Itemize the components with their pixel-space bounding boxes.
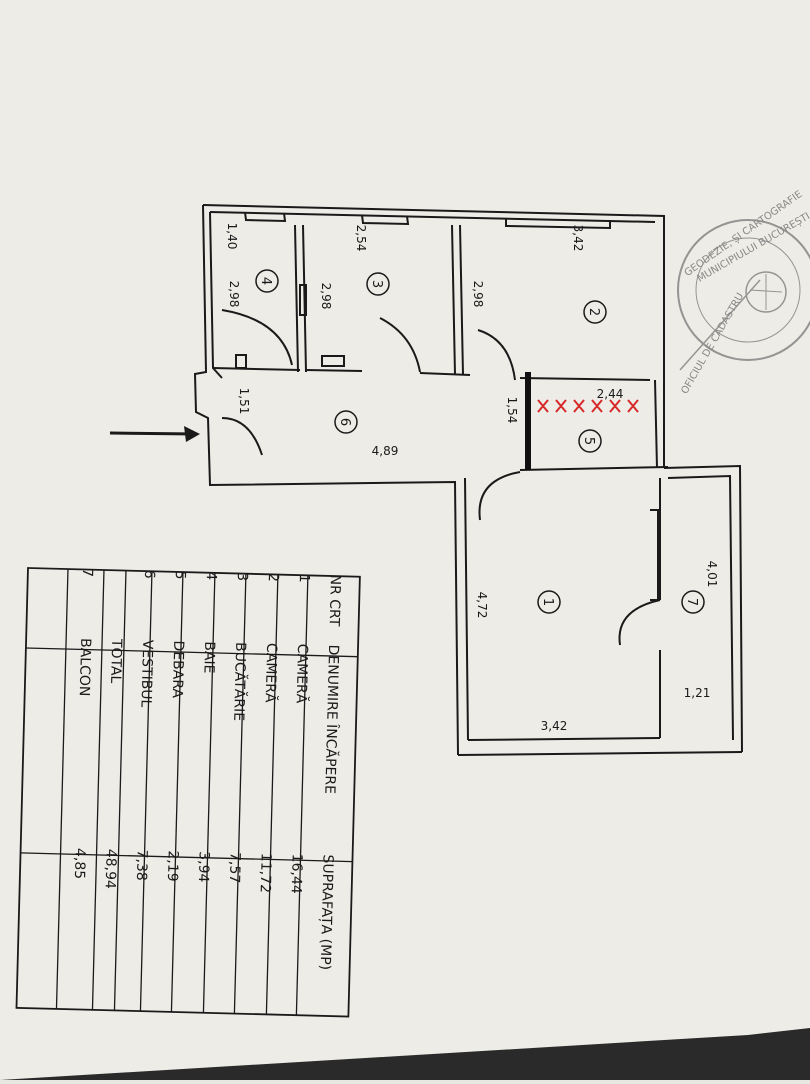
- dim-room4-width: 1,40: [225, 223, 239, 250]
- dim-room4-length: 2,98: [227, 281, 241, 308]
- dim-room6-width: 1,51: [237, 388, 251, 415]
- room-number-2: 2: [586, 308, 601, 316]
- legend-cell-name: BUCĂTĂRIE: [230, 641, 249, 722]
- room-number-6: 6: [337, 418, 352, 426]
- dim-room7-length: 4,01: [705, 561, 719, 588]
- dim-room1-length: 4,72: [475, 592, 489, 619]
- legend-cell-area: 2,19: [164, 850, 182, 882]
- legend-text-layer: NR CRT DENUMIRE ÎNCĂPERE SUPRAFAȚA (MP) …: [19, 567, 350, 1005]
- legend-cell-name: BAIE: [200, 641, 218, 674]
- legend-cell-nr: 7: [79, 567, 96, 578]
- room-marker-7: [681, 590, 705, 614]
- legend-cell-name: CAMERĂ: [262, 642, 280, 703]
- room-markers: [255, 269, 705, 614]
- room-number-4: 4: [258, 277, 273, 285]
- red-demolition-marks: [537, 399, 639, 413]
- dim-room3-width: 2,54: [354, 225, 368, 252]
- legend-cell-nr: [117, 569, 119, 639]
- header-area: SUPRAFAȚA (MP): [316, 854, 336, 971]
- legend-cell-area: 3,94: [195, 851, 213, 883]
- entrance-arrow-icon: [109, 426, 200, 442]
- room-legend-table: [15, 567, 361, 1018]
- room-number-3: 3: [369, 280, 384, 288]
- room-marker-4: [255, 269, 279, 293]
- room-number-7: 7: [684, 598, 699, 606]
- legend-cell-name: DEBARA: [169, 640, 187, 699]
- room-marker-2: [583, 300, 607, 324]
- legend-cell-name: BALCON: [76, 637, 94, 697]
- legend-cell-nr: 2: [265, 572, 282, 583]
- legend-cell-name: CAMERĂ: [293, 643, 311, 704]
- legend-cell-area: 7,57: [226, 851, 244, 884]
- legend-cell-area: 16,44: [288, 853, 306, 895]
- dim-room1-width: 3,42: [541, 719, 568, 733]
- dim-room7-width: 1,21: [684, 686, 711, 700]
- dim-room5-width: 1,54: [505, 397, 519, 424]
- room-marker-3: [366, 272, 390, 296]
- dim-room5-length: 2,44: [597, 387, 624, 401]
- signature-stroke: [679, 279, 761, 371]
- header-nr: NR CRT: [325, 574, 344, 627]
- legend-cell-area: 11,72: [257, 852, 275, 894]
- dim-room2-width: 3,42: [571, 225, 585, 252]
- dim-room3-length: 2,98: [319, 283, 333, 310]
- legend-cell-area: 4,85: [71, 847, 89, 880]
- legend-cell-nr: 4: [203, 571, 220, 581]
- header-name: DENUMIRE ÎNCĂPERE: [321, 644, 342, 795]
- room-marker-1: [537, 590, 561, 614]
- dim-room2-length: 2,98: [471, 281, 485, 308]
- legend-cell-area: 48,94: [102, 848, 120, 890]
- table-surface: [0, 1028, 810, 1080]
- room-marker-5: [578, 429, 602, 453]
- legend-cell-nr: 3: [234, 571, 251, 582]
- walls: [193, 204, 743, 756]
- dim-room6-length: 4,89: [372, 444, 399, 458]
- legend-cell-nr: 6: [141, 569, 158, 579]
- legend-cell-name: TOTAL: [107, 638, 125, 684]
- room-marker-6: [334, 410, 358, 434]
- room-number-1: 1: [540, 598, 555, 606]
- legend-cell-nr: 5: [172, 570, 189, 580]
- legend-cell-name: VESTIBUL: [137, 639, 156, 708]
- legend-cell-area: 7,38: [133, 849, 151, 882]
- room-number-5: 5: [581, 437, 596, 445]
- legend-cell-nr: 1: [296, 573, 313, 583]
- coat-of-arms-icon: [745, 271, 787, 313]
